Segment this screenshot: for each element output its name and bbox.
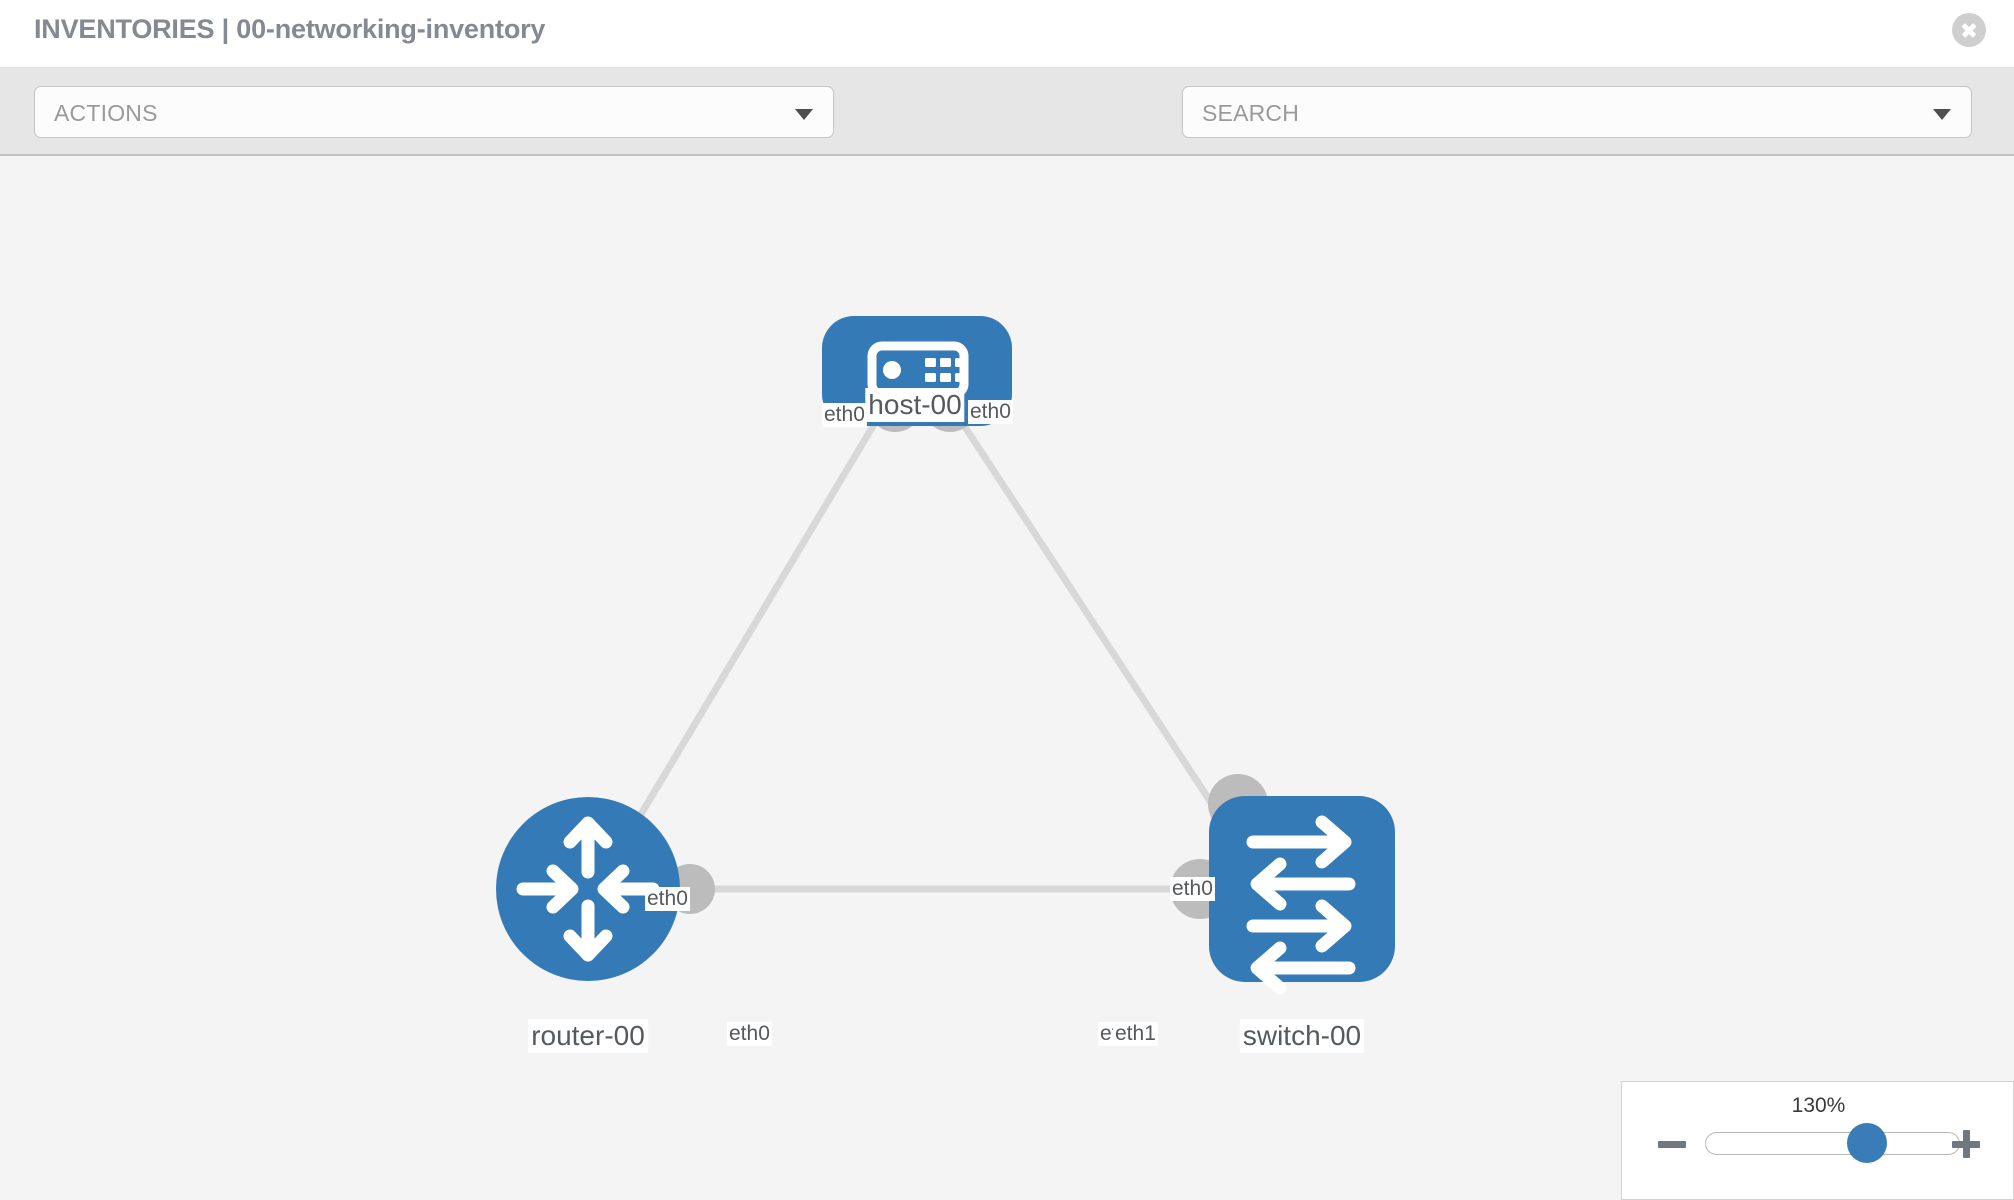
chevron-down-icon[interactable]: [1933, 109, 1951, 120]
zoom-in-button[interactable]: [1952, 1130, 1980, 1158]
zoom-control: 130%: [1621, 1081, 2014, 1200]
interface-label-host-right: eth0: [968, 400, 1013, 424]
topology-canvas[interactable]: eth0 host-00 eth0 eth0 eth0 eth0 eth0 et…: [0, 156, 2014, 1200]
search-placeholder: SEARCH: [1202, 100, 1300, 126]
interface-label-switch-up: eth0: [1170, 877, 1215, 901]
link-layer: [606, 399, 1249, 893]
node-switch-00: [1209, 796, 1395, 995]
link-host-router: [606, 399, 892, 868]
switch-exchange-arrows-icon: [1246, 815, 1356, 995]
link-host-switch: [945, 399, 1249, 858]
zoom-slider-track[interactable]: [1705, 1132, 1960, 1155]
zoom-slider-thumb[interactable]: [1846, 1123, 1887, 1163]
interface-label-host-left: eth0: [822, 403, 867, 427]
actions-dropdown-label: ACTIONS: [54, 100, 158, 126]
toolbar: ACTIONS SEARCH: [0, 68, 2014, 198]
page-title: INVENTORIES | 00-networking-inventory: [34, 14, 546, 44]
interface-label-router-up: eth0: [645, 887, 690, 911]
search-input[interactable]: SEARCH: [1182, 86, 1972, 138]
interface-dot-layer: [665, 376, 1268, 919]
node-label-switch-00: switch-00: [1239, 1019, 1365, 1053]
zoom-out-button[interactable]: [1658, 1130, 1686, 1158]
close-icon[interactable]: [1952, 13, 1986, 47]
topology-graph: [496, 316, 1395, 995]
node-label-router-00: router-00: [528, 1019, 648, 1053]
node-label-host-00: host-00: [865, 388, 965, 422]
zoom-level-value: 130%: [1791, 1094, 1846, 1117]
actions-dropdown[interactable]: ACTIONS: [34, 86, 834, 138]
interface-label-switch-left: eth1: [1113, 1022, 1158, 1046]
chevron-down-icon: [795, 109, 813, 120]
interface-label-router-right: eth0: [727, 1022, 772, 1046]
page-header: INVENTORIES | 00-networking-inventory: [0, 0, 2014, 68]
